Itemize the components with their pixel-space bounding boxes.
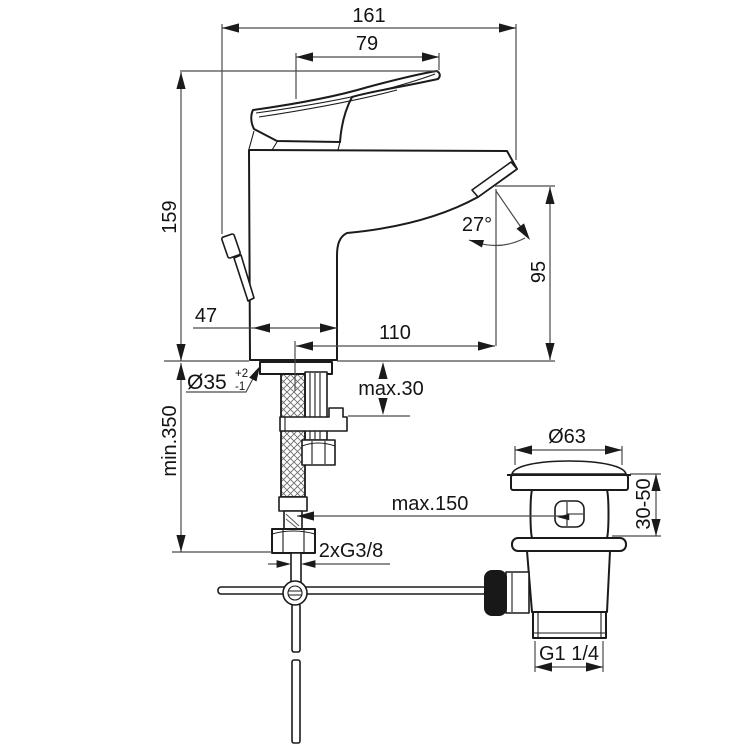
mounting-washer bbox=[279, 407, 348, 432]
label-hole-tol-plus: +2 bbox=[235, 368, 248, 380]
dim-spout-angle-27: 27° bbox=[462, 190, 534, 248]
dim-rod-length-max150: max.150 bbox=[297, 493, 570, 521]
dim-waste-flange-63: Ø63 bbox=[514, 426, 623, 465]
label-base-depth: 47 bbox=[195, 305, 217, 327]
dim-base-depth-47: 47 bbox=[193, 305, 337, 333]
aerator bbox=[471, 161, 518, 198]
dim-waste-thread-g114: G1 1/4 bbox=[534, 641, 604, 672]
ball-joint-boss bbox=[505, 571, 530, 614]
label-outlet-height: 95 bbox=[528, 261, 550, 283]
pivot-screw bbox=[282, 580, 308, 606]
label-hole-diameter: Ø35 bbox=[187, 371, 227, 394]
dim-min-hose-350: min.350 bbox=[159, 363, 272, 553]
dim-height-159: 159 bbox=[159, 70, 438, 361]
dim-supply-thread-2xg38: 2xG3/8 bbox=[268, 540, 390, 568]
dim-handle-offset-79: 79 bbox=[295, 33, 440, 99]
hose-ferrule bbox=[278, 496, 308, 512]
dim-spout-reach-110: 110 bbox=[294, 189, 497, 391]
waste-top-flange bbox=[510, 474, 629, 491]
waste-plug-cap bbox=[511, 460, 627, 475]
vertical-rod-upper bbox=[291, 603, 301, 653]
dim-total-length-161: 161 bbox=[221, 5, 517, 234]
label-rod-length: max.150 bbox=[392, 493, 469, 515]
label-waste-thread: G1 1/4 bbox=[539, 643, 599, 665]
label-total-length: 161 bbox=[352, 5, 385, 27]
dim-clamping-range-3050: 30-50 bbox=[612, 473, 661, 537]
label-handle-offset: 79 bbox=[356, 33, 378, 55]
mounting-nut bbox=[301, 439, 336, 466]
pop-up-linkage bbox=[217, 580, 487, 744]
label-spout-angle: 27° bbox=[462, 214, 492, 236]
dim-hole-diameter-35: Ø35 +2 -1 bbox=[186, 364, 264, 394]
braided-hose bbox=[280, 373, 306, 498]
label-waste-flange: Ø63 bbox=[548, 426, 586, 448]
pull-rod-knob bbox=[221, 233, 241, 259]
pop-up-waste bbox=[484, 460, 631, 639]
label-clamping-range: 30-50 bbox=[633, 478, 655, 529]
label-min-hose: min.350 bbox=[159, 405, 181, 476]
waste-thread bbox=[532, 611, 607, 639]
dim-outlet-height-95: 95 bbox=[495, 185, 555, 360]
waste-lower-flange bbox=[511, 537, 627, 552]
label-height: 159 bbox=[159, 200, 181, 233]
ball-joint-ring bbox=[484, 570, 507, 616]
pull-rod bbox=[233, 254, 255, 302]
label-supply-thread: 2xG3/8 bbox=[319, 540, 383, 562]
vertical-rod-lower bbox=[291, 659, 301, 744]
label-hole-tol-minus: -1 bbox=[235, 381, 245, 393]
lever-handle bbox=[250, 70, 441, 143]
faucet-body bbox=[221, 70, 518, 375]
label-spout-reach: 110 bbox=[379, 322, 411, 344]
label-deck-thickness: max.30 bbox=[358, 378, 424, 400]
dim-deck-thickness-max30: max.30 bbox=[348, 362, 424, 417]
under-counter-assembly bbox=[271, 371, 348, 584]
horizontal-rod bbox=[217, 586, 487, 595]
